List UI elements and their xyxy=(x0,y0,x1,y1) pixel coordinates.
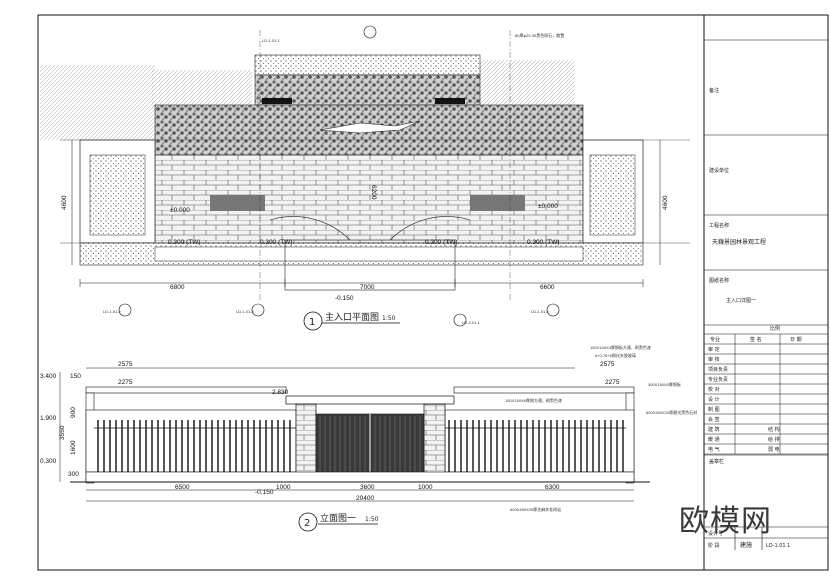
elev-level-4: 0.300 xyxy=(40,458,57,465)
elev-dim-top-3: 2575 xyxy=(600,361,615,368)
plan-view: 6800 7000 6600 4600 4600 6200 ±0.000 ±0.… xyxy=(40,25,690,331)
svg-text:LD-2.01.1: LD-2.01.1 xyxy=(462,320,480,325)
svg-text:LD-1.01.2: LD-1.01.2 xyxy=(236,309,254,314)
cosign-row-label: 建 筑 xyxy=(708,426,720,433)
plan-detail-callout-3: LD-2.01.1 xyxy=(453,313,480,327)
elev-dim-bottom-1: 6500 xyxy=(175,484,190,491)
plan-title-circle xyxy=(303,311,323,331)
elev-note-4: 300X150X5厚钢板 xyxy=(648,381,681,387)
tb-remarks-label: 备注 xyxy=(709,87,719,94)
elev-dim-total: 20400 xyxy=(356,495,374,502)
elev-dim-bottom-3: 3600 xyxy=(360,484,375,491)
plan-dim-height-left: 4600 xyxy=(61,195,68,210)
elev-dim-side-4: 3550 xyxy=(59,425,66,440)
plan-title: 主入口平面图 xyxy=(325,311,379,323)
tb-footer-design: 设计号 xyxy=(708,530,723,537)
tb-project-label: 工程名称 xyxy=(709,222,729,229)
plan-level-3: 0.300 (TW) xyxy=(425,239,458,246)
elev-note-5: 600X300X20厚磨光黑色石材 xyxy=(646,409,697,415)
sign-row-label: 审 核 xyxy=(708,356,720,363)
plan-detail-callout-1: LD-1.01.2 xyxy=(103,303,132,317)
watermark: 欧模网 xyxy=(679,504,772,539)
sign-header: 签 名 xyxy=(750,336,762,343)
title-block: 备注 建设单位 工程名称 天巍景园林景观工程 图纸名称 主入口详图一 比例 专业… xyxy=(704,39,828,550)
elev-title-number: 2 xyxy=(304,518,310,529)
sign-row-label: 项目负责 xyxy=(708,366,728,373)
plan-scale: 1:50 xyxy=(382,315,396,322)
elevation-view: 2575 2275 2575 2275 6500 1000 3600 xyxy=(40,344,697,532)
elev-dim-side-5: 300 xyxy=(68,471,79,478)
cosign-row-label: 弱 电 xyxy=(768,446,780,453)
elev-dim-bottom-2: 1000 xyxy=(276,484,291,491)
plan-note-top: 80厚φ20-30黑色卵石，散置 xyxy=(515,32,564,38)
plan-level-1: 0.300 (TW) xyxy=(168,239,201,246)
svg-text:LD-1.01.1: LD-1.01.1 xyxy=(262,38,280,43)
elev-scale: 1:50 xyxy=(365,516,379,523)
sign-row-label: 专业负责 xyxy=(708,376,728,383)
sign-row-label: 设 计 xyxy=(708,396,720,403)
elev-note-2: 6+0.76+6钢化夹胶玻璃 xyxy=(595,352,636,358)
tb-drawing-name: 主入口详图一 xyxy=(726,297,756,304)
elev-dim-side-1: 150 xyxy=(70,373,81,380)
elev-dim-bottom-4: 1000 xyxy=(418,484,433,491)
elev-dim-top-1: 2575 xyxy=(118,361,133,368)
tb-stamp-label: 盖章栏 xyxy=(709,458,724,465)
elev-title: 立面图一 xyxy=(320,512,356,524)
tb-client-label: 建设单位 xyxy=(709,167,729,174)
elev-dim-side-3: 1600 xyxy=(70,440,77,455)
tb-project-name: 天巍景园林景观工程 xyxy=(712,238,766,246)
plan-level-4: 0.300 (TW) xyxy=(527,239,560,246)
sign-header: 专业 xyxy=(710,336,720,343)
sign-row-label: 审 定 xyxy=(708,346,720,353)
elev-level-5: -0.150 xyxy=(255,489,274,496)
plan-dim-left: 6800 xyxy=(170,284,185,291)
plan-detail-callout-4: LD-1.01.2 xyxy=(531,303,560,317)
cosign-row-label: 电 气 xyxy=(708,446,720,453)
elev-level-1: 3.400 xyxy=(40,373,57,380)
sign-row-label: 校 对 xyxy=(708,386,720,393)
sheet-border xyxy=(37,14,829,571)
cosign-row-label: 结 构 xyxy=(768,426,780,433)
tb-footer-sheet: LD-1.01.1 xyxy=(766,543,790,549)
elev-dim-top-4: 2275 xyxy=(605,379,620,386)
plan-elev-left: ±0.000 xyxy=(170,207,190,214)
plan-detail-callout-2: LD-1.01.2 xyxy=(236,303,265,317)
cosign-label: 会 签 xyxy=(708,416,720,423)
elev-note-3: 150X150X6厚钢方通，刷黑色漆 xyxy=(505,397,562,403)
tb-scale-label: 比例 xyxy=(770,325,780,332)
svg-text:LD-1.01.2: LD-1.01.2 xyxy=(531,309,549,314)
cosign-row-label: 给 排 xyxy=(768,436,780,443)
plan-dim-inner: 6200 xyxy=(370,185,377,200)
plan-dim-height-right: 4600 xyxy=(662,195,669,210)
cosign-row-label: 暖 通 xyxy=(708,436,720,443)
plan-elev-right: ±0.000 xyxy=(538,203,558,210)
elev-note-6: 600X450X25厚芝麻灰花岗岩 xyxy=(510,506,561,512)
plan-detail-callout-top: LD-1.01.1 xyxy=(262,25,377,43)
elev-level-2: 2.830 xyxy=(272,389,289,396)
plan-level-2: 0.300 (TW) xyxy=(260,239,293,246)
tb-footer-stage-value: 建施 xyxy=(740,541,752,549)
elev-dim-bottom-5: 6300 xyxy=(545,484,560,491)
elev-note-1: 150X100X4厚钢板方通，刷黑色漆 xyxy=(590,344,651,350)
elev-dim-top-2: 2275 xyxy=(118,379,133,386)
plan-dim-center: 7000 xyxy=(360,284,375,291)
tb-footer-stage: 阶 段 xyxy=(708,542,720,549)
svg-text:LD-1.01.2: LD-1.01.2 xyxy=(103,309,121,314)
elev-level-3: 1.900 xyxy=(40,415,57,422)
elev-title-circle xyxy=(298,512,318,532)
plan-dim-right: 6600 xyxy=(540,284,555,291)
tb-drawing-label: 图纸名称 xyxy=(709,277,729,284)
sign-header: 日 期 xyxy=(790,337,802,343)
plan-level-5: -0.150 xyxy=(335,295,354,302)
plan-title-number: 1 xyxy=(309,317,315,328)
elev-dim-side-2: 900 xyxy=(70,407,77,418)
sign-row-label: 制 图 xyxy=(708,406,720,413)
